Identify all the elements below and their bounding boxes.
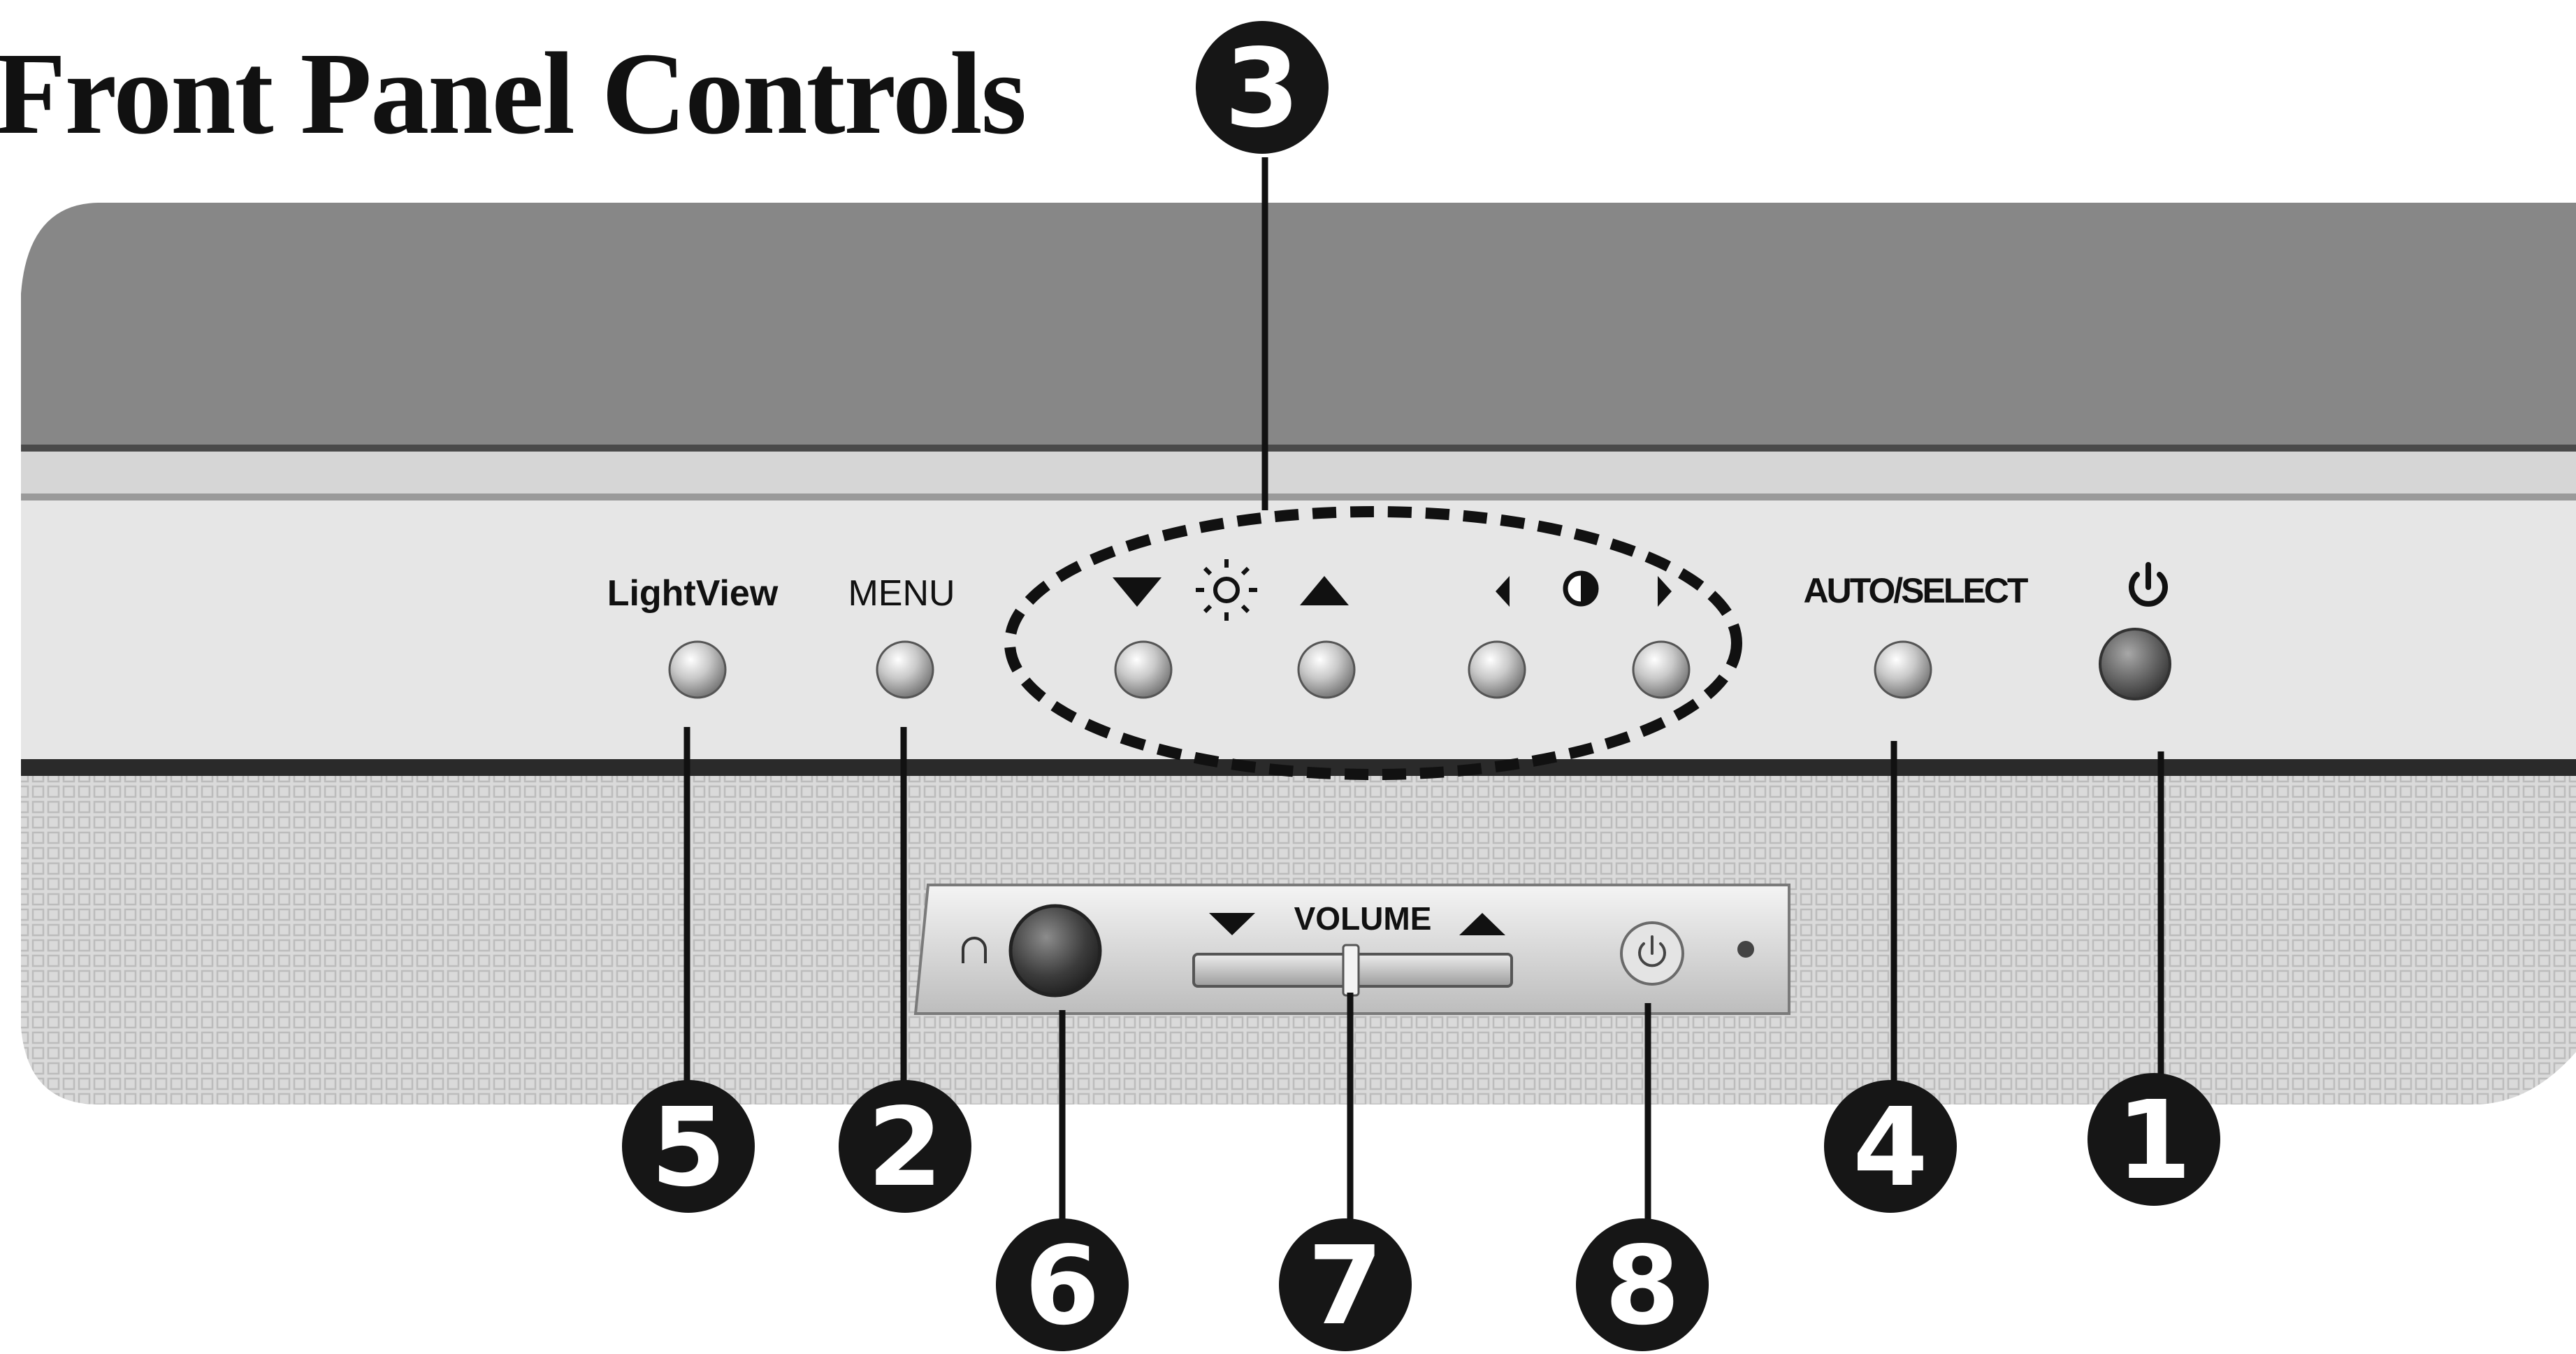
bezel-top (21, 203, 2576, 447)
monitor-bezel (21, 203, 2576, 1104)
callout-number: 2 (867, 1084, 943, 1211)
contrast-icon (1563, 570, 1599, 607)
callout-number: 6 (1025, 1223, 1100, 1349)
brightness-up-button[interactable] (1297, 640, 1356, 699)
callout-1: 1 (2087, 1073, 2220, 1206)
callout-number: 8 (1605, 1223, 1680, 1349)
callout-5: 5 (622, 1080, 755, 1213)
volume-down-icon (1209, 913, 1255, 935)
callout-4: 4 (1824, 1080, 1957, 1213)
auto-select-label: AUTO/SELECT (1804, 571, 2028, 610)
bezel-lip (21, 452, 2576, 494)
callout-3: 3 (1196, 21, 1329, 154)
callout-number: 5 (651, 1084, 726, 1211)
callout-number: 4 (1853, 1084, 1928, 1211)
callout-number: 1 (2116, 1077, 2192, 1204)
triangle-up-icon (1300, 576, 1349, 605)
headphone-icon (962, 937, 987, 963)
sun-icon (1196, 559, 1257, 621)
callout-6: 6 (996, 1218, 1129, 1351)
lightview-button[interactable] (668, 640, 727, 699)
power-button[interactable] (2099, 628, 2171, 700)
contrast-left-button[interactable] (1468, 640, 1526, 699)
callout-2: 2 (839, 1080, 971, 1213)
audio-panel: VOLUME (913, 884, 1790, 1015)
bezel-edge (21, 445, 2576, 452)
control-strip (21, 500, 2576, 759)
volume-up-icon (1459, 913, 1505, 935)
lightview-label: LightView (607, 573, 779, 614)
bezel-groove (21, 494, 2576, 500)
group-highlight-dashed (1004, 506, 1742, 780)
headphone-jack[interactable] (1008, 904, 1102, 998)
strip-divider (21, 759, 2576, 776)
volume-slider-thumb[interactable] (1342, 944, 1360, 997)
contrast-right-button[interactable] (1632, 640, 1691, 699)
triangle-right-icon (1658, 576, 1672, 607)
volume-label: VOLUME (1294, 900, 1432, 937)
callout-7: 7 (1279, 1218, 1412, 1351)
callout-number: 3 (1224, 25, 1300, 152)
brightness-down-button[interactable] (1114, 640, 1173, 699)
leader-lines (683, 157, 2164, 1258)
triangle-left-icon (1496, 576, 1510, 607)
callout-8: 8 (1576, 1218, 1709, 1351)
speaker-power-icon (1638, 935, 1666, 967)
callout-number: 7 (1308, 1223, 1383, 1349)
page-title: Front Panel Controls (0, 29, 1027, 159)
power-icon (2129, 562, 2168, 607)
auto-select-button[interactable] (1874, 640, 1932, 699)
menu-button[interactable] (876, 640, 934, 699)
speaker-led (1737, 941, 1754, 958)
menu-label: MENU (848, 573, 955, 614)
triangle-down-icon (1113, 577, 1162, 607)
